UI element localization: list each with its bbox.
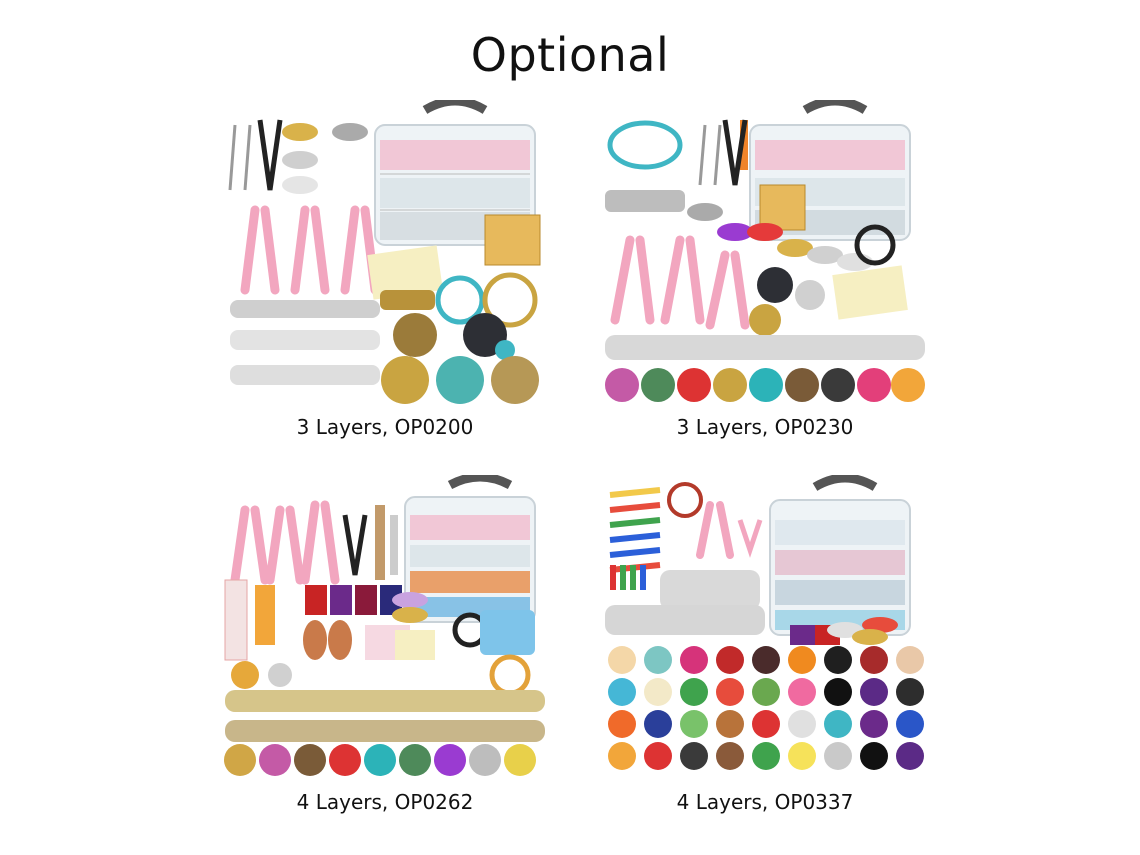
scissors <box>257 119 283 191</box>
pliers <box>240 205 380 295</box>
kit-op0337-product-image <box>605 475 924 770</box>
leather-earrings <box>303 620 352 660</box>
thread-cards <box>609 487 661 573</box>
pliers <box>610 235 750 330</box>
kit-op0337: 4 Layers, OP0337 <box>600 475 930 815</box>
storage-box <box>769 475 911 636</box>
pliers <box>696 501 734 559</box>
bracelet <box>607 120 683 170</box>
kit-op0230-product-image <box>605 100 925 402</box>
kit-op0262-product-image <box>224 475 545 776</box>
wire-spools <box>282 123 368 194</box>
tassels <box>610 565 646 590</box>
clay-bead-grid <box>608 646 924 770</box>
kit-caption: 4 Layers, OP0262 <box>296 790 474 814</box>
kit-caption: 4 Layers, OP0337 <box>676 790 854 814</box>
charms-and-beads <box>605 267 925 402</box>
charms-and-beads <box>230 272 539 404</box>
kit-op0200-product-image <box>228 100 541 404</box>
kit-op0262: 4 Layers, OP0262 <box>220 475 550 815</box>
scissors <box>722 119 748 186</box>
tweezers <box>698 124 722 186</box>
wire-spools <box>687 203 896 271</box>
charms-and-beads <box>224 654 545 776</box>
scissors <box>342 514 368 576</box>
storage-box <box>404 475 536 623</box>
kit-caption: 3 Layers, OP0200 <box>296 415 474 439</box>
kit-op0230: 3 Layers, OP0230 <box>600 100 930 440</box>
tweezers <box>228 124 252 191</box>
pliers <box>230 500 340 585</box>
wire-spools <box>827 617 898 645</box>
scissors <box>737 519 763 558</box>
kit-op0200: 3 Layers, OP0200 <box>220 100 550 440</box>
pouches <box>305 585 402 615</box>
kit-caption: 3 Layers, OP0230 <box>676 415 854 439</box>
wire-spools <box>392 592 428 623</box>
page-title: Optional <box>470 28 670 82</box>
gloves <box>480 610 535 655</box>
